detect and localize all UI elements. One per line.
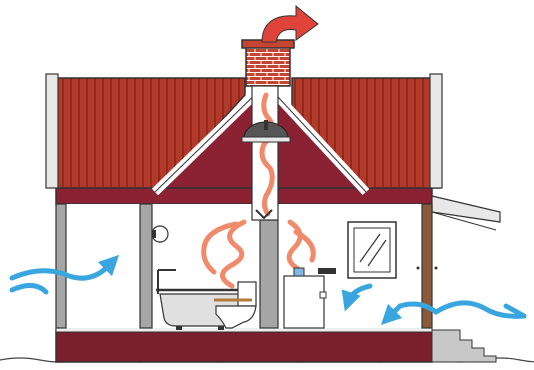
inner-wall xyxy=(140,204,152,328)
porch-awning xyxy=(432,196,500,222)
window-icon xyxy=(348,222,396,278)
foundation xyxy=(56,330,432,362)
central-column xyxy=(260,220,278,328)
wall-lamp-icon xyxy=(152,226,168,242)
exhaust-arrow-icon xyxy=(262,6,318,42)
stairs-icon xyxy=(432,330,496,362)
roof xyxy=(46,74,442,192)
left-wall xyxy=(56,204,66,328)
eaves-band xyxy=(56,188,432,204)
